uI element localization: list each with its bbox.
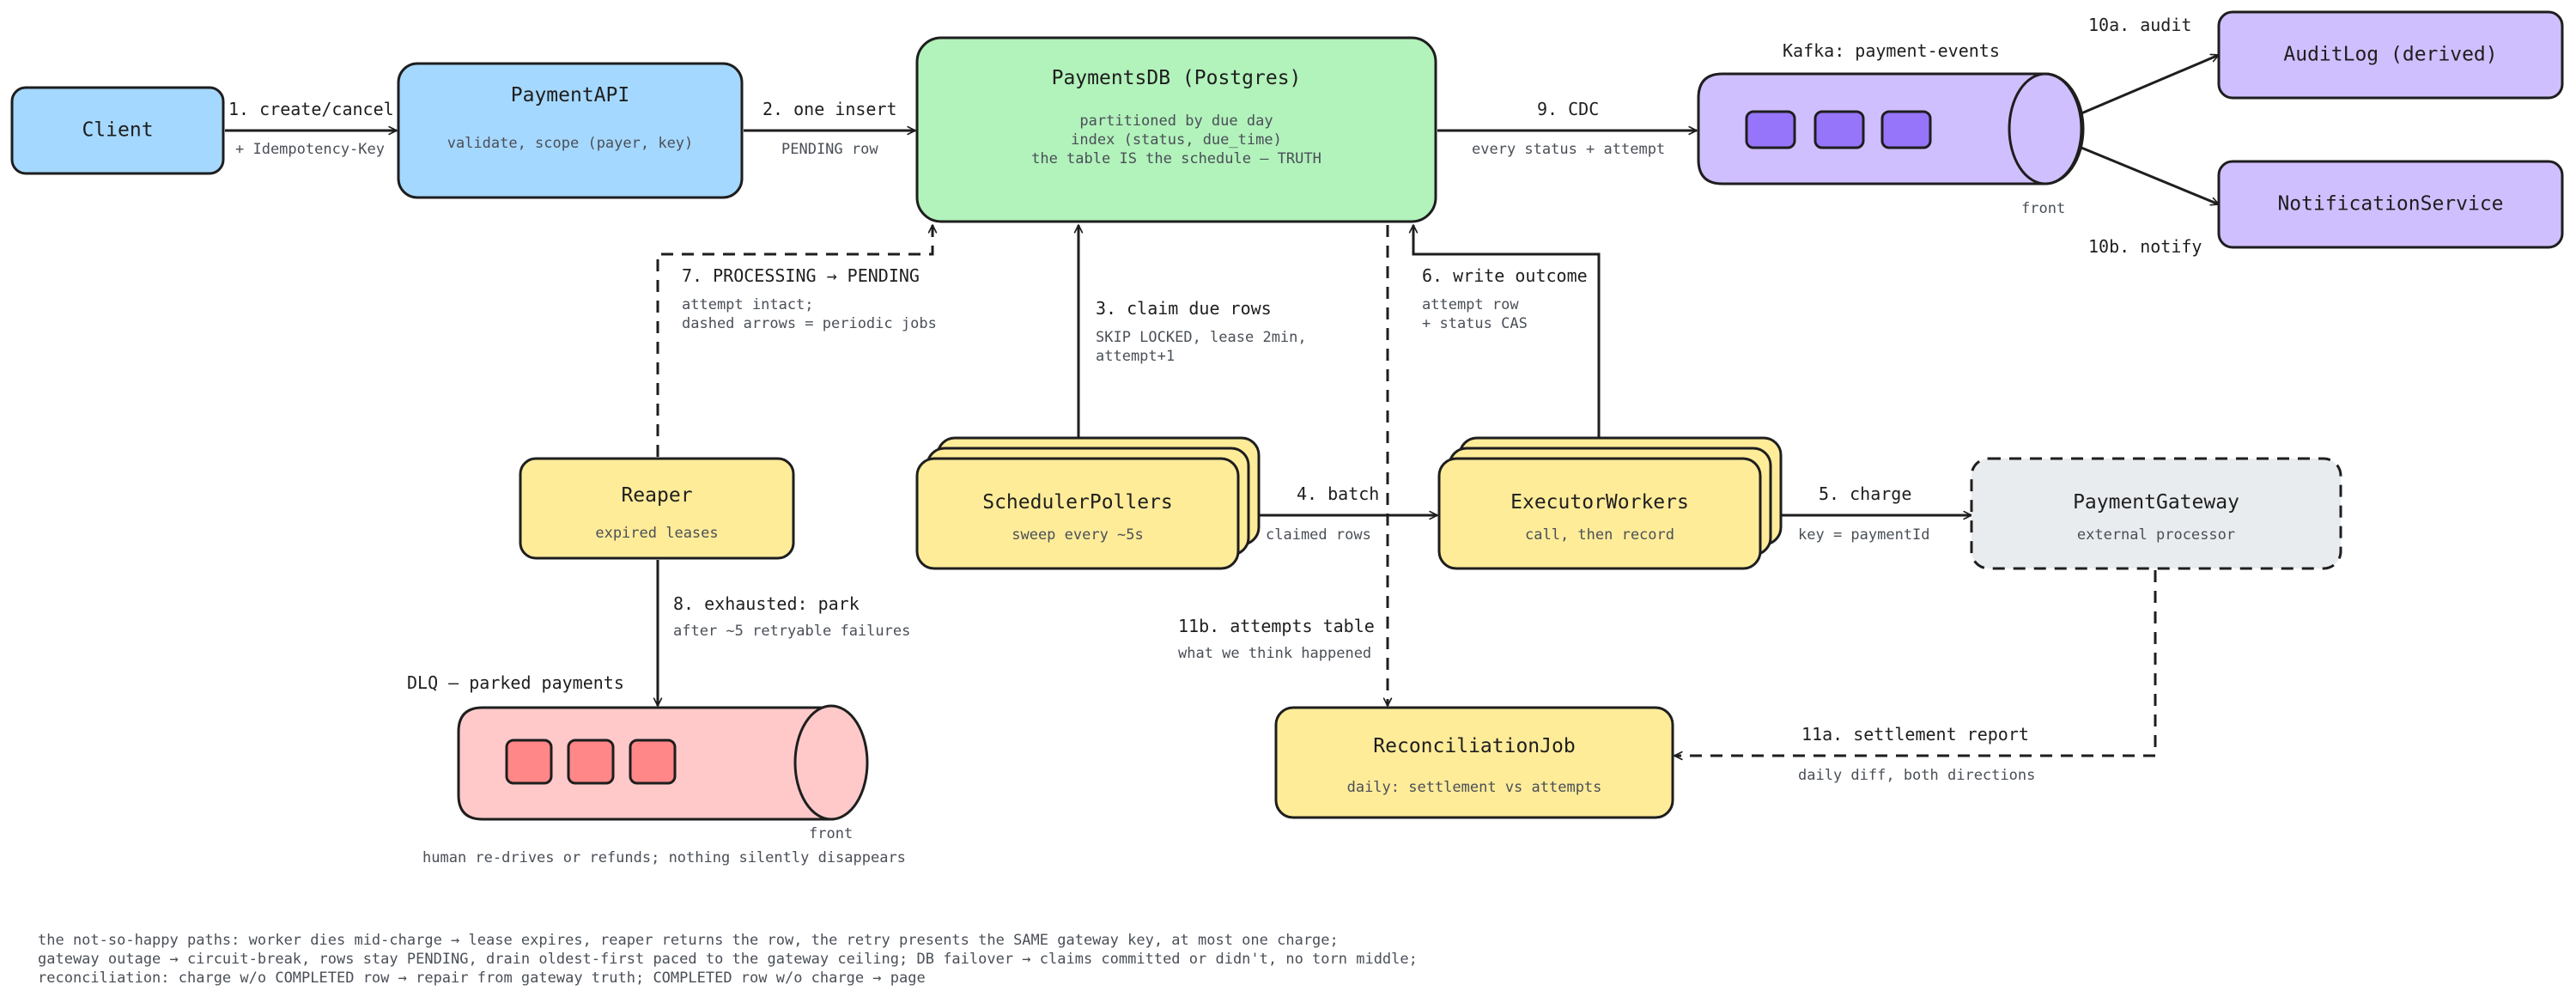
edge-1-label: 1. create/cancel <box>228 99 394 119</box>
kafka-message-2 <box>1814 110 1865 149</box>
reconciliation-job-node[interactable]: ReconciliationJob daily: settlement vs a… <box>1274 706 1674 819</box>
edge-scheduler-to-executor: 4. batch claimed rows <box>1240 483 1438 544</box>
payments-db-line-3: the table IS the schedule — TRUTH <box>1031 150 1321 167</box>
payments-db-node[interactable]: PaymentsDB (Postgres) partitioned by due… <box>915 36 1437 223</box>
edge-10a-label: 10a. audit <box>2088 15 2191 35</box>
edge-6-note-1: attempt row <box>1422 296 1519 313</box>
edge-executor-to-gateway: 5. charge key = paymentId <box>1772 483 1972 544</box>
recon-sub: daily: settlement vs attempts <box>1347 779 1602 796</box>
footer-line-2: gateway outage → circuit-break, rows sta… <box>38 951 1418 968</box>
footer-notes: the not-so-happy paths: worker dies mid-… <box>38 932 1418 987</box>
reaper-sub: expired leases <box>595 525 718 542</box>
edge-3-label: 3. claim due rows <box>1096 298 1272 319</box>
client-title: Client <box>82 119 153 142</box>
scheduler-sub: sweep every ~5s <box>1012 526 1144 544</box>
edge-db-to-recon: 11b. attempts table what we think happen… <box>1178 225 1393 707</box>
dlq-front-label: front <box>809 825 853 842</box>
dlq-caption: human re-drives or refunds; nothing sile… <box>422 849 906 866</box>
edge-6-label: 6. write outcome <box>1422 265 1588 286</box>
audit-log-node[interactable]: AuditLog (derived) <box>2217 10 2564 100</box>
edge-reaper-to-db: 7. PROCESSING → PENDING attempt intact; … <box>656 224 938 457</box>
edge-9-note: every status + attempt <box>1472 141 1665 158</box>
executor-title: ExecutorWorkers <box>1510 491 1689 514</box>
payments-db-line-2: index (status, due_time) <box>1071 131 1282 149</box>
edge-8-note: after ~5 retryable failures <box>673 623 910 640</box>
notification-service-title: NotificationService <box>2277 193 2503 216</box>
edge-kafka-to-notify: 10b. notify <box>2081 146 2220 257</box>
kafka-queue-node[interactable]: Kafka: payment-events front <box>1697 40 2085 217</box>
scheduler-title: SchedulerPollers <box>982 491 1173 514</box>
edge-11b-note: what we think happened <box>1178 645 1371 662</box>
reaper-node[interactable]: Reaper expired leases <box>519 457 795 560</box>
payment-gateway-node[interactable]: PaymentGateway external processor <box>1970 457 2342 570</box>
edge-scheduler-to-db: 3. claim due rows SKIP LOCKED, lease 2mi… <box>1073 224 1307 438</box>
edge-10b-label: 10b. notify <box>2088 236 2202 257</box>
dlq-message-1 <box>505 739 553 785</box>
notification-service-node[interactable]: NotificationService <box>2217 160 2564 249</box>
recon-title: ReconciliationJob <box>1373 735 1575 757</box>
edge-7-label: 7. PROCESSING → PENDING <box>682 265 920 286</box>
edge-client-to-api: 1. create/cancel + Idempotency-Key <box>225 99 398 158</box>
edge-reaper-to-dlq: 8. exhausted: park after ~5 retryable fa… <box>653 560 910 707</box>
reaper-title: Reaper <box>621 484 692 507</box>
kafka-message-1 <box>1745 110 1796 149</box>
scheduler-pollers-node[interactable]: SchedulerPollers sweep every ~5s <box>915 436 1261 570</box>
edge-6-note-2: + status CAS <box>1422 315 1528 332</box>
executor-sub: call, then record <box>1525 526 1674 544</box>
executor-workers-node[interactable]: ExecutorWorkers call, then record <box>1437 436 1783 570</box>
edge-kafka-to-audit: 10a. audit <box>2081 15 2220 115</box>
edge-2-label: 2. one insert <box>762 99 897 119</box>
payment-api-sub: validate, scope (payer, key) <box>447 135 694 152</box>
dlq-queue-node[interactable]: DLQ — parked payments front human re-dri… <box>407 672 906 866</box>
edge-1-note: + Idempotency-Key <box>235 141 385 158</box>
edge-9-label: 9. CDC <box>1537 99 1599 119</box>
dlq-title: DLQ — parked payments <box>407 672 624 693</box>
gateway-sub: external processor <box>2077 526 2235 544</box>
edge-11b-label: 11b. attempts table <box>1178 616 1375 636</box>
kafka-title: Kafka: payment-events <box>1783 40 2000 61</box>
edge-api-to-db: 2. one insert PENDING row <box>744 99 916 158</box>
edge-4-note: claimed rows <box>1266 526 1371 544</box>
edge-8-label: 8. exhausted: park <box>673 593 860 614</box>
edge-3-note-2: attempt+1 <box>1096 348 1175 365</box>
dlq-message-3 <box>629 739 677 785</box>
edge-4-label: 4. batch <box>1297 483 1379 504</box>
gateway-title: PaymentGateway <box>2073 491 2239 514</box>
edge-11a-label: 11a. settlement report <box>1801 724 2029 745</box>
audit-log-title: AuditLog (derived) <box>2283 44 2497 66</box>
dlq-message-2 <box>567 739 615 785</box>
payments-db-line-1: partitioned by due day <box>1079 112 1273 130</box>
edge-gateway-to-recon: 11a. settlement report daily diff, both … <box>1674 570 2157 784</box>
edge-5-note: key = paymentId <box>1798 526 1930 544</box>
edge-11a-note: daily diff, both directions <box>1798 767 2035 784</box>
edge-executor-to-db: 6. write outcome attempt row + status CA… <box>1408 224 1601 440</box>
kafka-front-label: front <box>2021 200 2065 217</box>
edge-2-note: PENDING row <box>781 141 878 158</box>
payment-api-node[interactable]: PaymentAPI validate, scope (payer, key) <box>397 62 744 199</box>
edge-7-note-1: attempt intact; <box>682 296 814 313</box>
payments-db-title: PaymentsDB (Postgres) <box>1052 67 1302 89</box>
edge-7-note-2: dashed arrows = periodic jobs <box>682 315 937 332</box>
edge-db-to-kafka: 9. CDC every status + attempt <box>1437 99 1698 158</box>
edge-5-label: 5. charge <box>1819 483 1911 504</box>
footer-line-1: the not-so-happy paths: worker dies mid-… <box>38 932 1339 949</box>
footer-line-3: reconciliation: charge w/o COMPLETED row… <box>38 970 926 987</box>
edge-3-note-1: SKIP LOCKED, lease 2min, <box>1096 329 1307 346</box>
payment-api-title: PaymentAPI <box>511 84 629 106</box>
client-node[interactable]: Client <box>10 86 225 175</box>
kafka-message-3 <box>1880 110 1932 149</box>
